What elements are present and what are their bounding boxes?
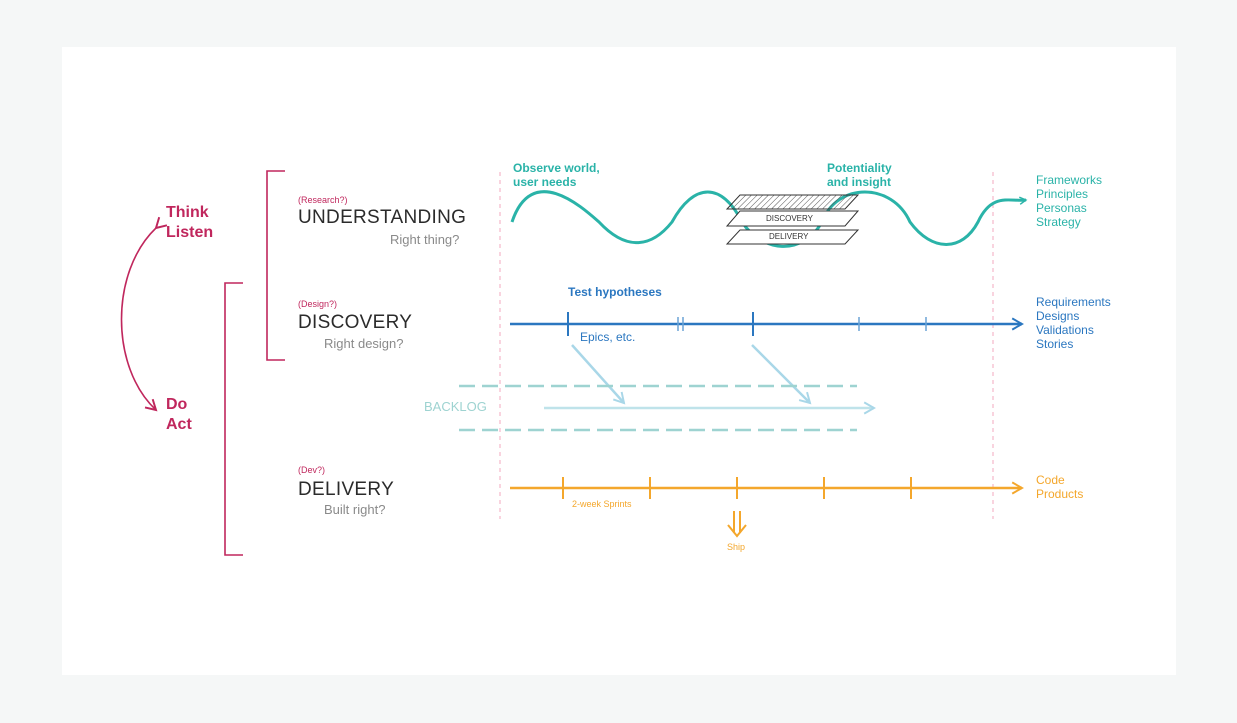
layer-delivery-label: DELIVERY [769,232,809,241]
think-do-cycle-arrow [120,216,168,412]
think-label: Think [166,204,209,221]
diagram-graphics [120,170,1028,556]
think-bracket [266,170,285,361]
layer-discovery-label: DISCOVERY [766,214,813,223]
epic-to-backlog-arrow [751,344,812,405]
do-bracket [224,282,243,556]
delivery-title: DELIVERY [298,479,395,500]
output-personas: Personas [1036,201,1087,215]
understanding-tag: (Research?) [298,195,348,205]
discovery-layer [725,210,860,227]
epics-label: Epics, etc. [580,330,636,344]
delivery-tag: (Dev?) [298,465,326,475]
output-frameworks: Frameworks [1036,173,1103,187]
output-validations: Validations [1036,323,1094,337]
test-hypotheses-label: Test hypotheses [568,285,662,299]
top-hatched-layer [725,194,860,210]
ship-label: Ship [727,542,746,552]
ship-arrow-icon [727,511,747,538]
potential-label-line2: and insight [827,175,891,189]
backlog-label: BACKLOG [424,399,487,414]
potential-label-line1: Potentiality [827,161,892,175]
discovery-title: DISCOVERY [298,312,413,333]
output-designs: Designs [1036,309,1080,323]
observe-label-line2: user needs [513,175,577,189]
observe-label-line1: Observe world, [513,161,600,175]
output-strategy: Strategy [1036,215,1081,229]
output-code: Code [1036,473,1065,487]
epic-to-backlog-arrow [571,344,626,405]
output-requirements: Requirements [1036,295,1111,309]
delivery-layer [725,229,860,245]
output-principles: Principles [1036,187,1089,201]
output-products: Products [1036,487,1084,501]
understanding-title: UNDERSTANDING [298,207,467,228]
sprints-label: 2-week Sprints [572,499,632,509]
delivery-question: Built right? [324,502,386,517]
discovery-tag: (Design?) [298,299,338,309]
diagram-canvas: Think Listen Do Act (Research?) UNDERSTA… [62,47,1176,675]
act-label: Act [166,416,192,433]
listen-label: Listen [166,224,214,241]
understanding-wave [510,190,1028,248]
output-stories: Stories [1036,337,1074,351]
discovery-question: Right design? [324,336,404,351]
do-label: Do [166,396,188,413]
understanding-question: Right thing? [390,232,460,247]
